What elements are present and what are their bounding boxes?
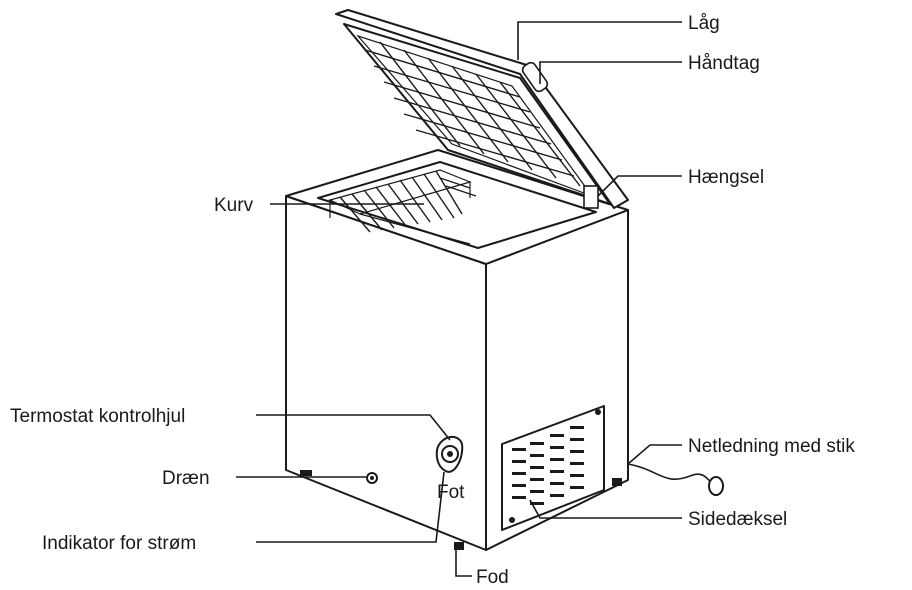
lid bbox=[335, 9, 629, 209]
label-power-indicator: Indikator for strøm bbox=[42, 533, 196, 554]
side-cover bbox=[501, 405, 605, 531]
label-power-cord: Netledning med stik bbox=[688, 436, 855, 457]
hinge bbox=[583, 185, 599, 209]
feet bbox=[300, 470, 622, 550]
label-foot: Fod bbox=[476, 567, 509, 588]
drain bbox=[366, 472, 378, 484]
label-basket: Kurv bbox=[214, 195, 254, 216]
label-thermostat: Termostat kontrolhjul bbox=[10, 406, 185, 427]
label-fot-overlay: Fot bbox=[437, 482, 465, 503]
label-lid: Låg bbox=[688, 13, 720, 34]
label-handle: Håndtag bbox=[688, 53, 760, 74]
basket bbox=[328, 169, 477, 245]
label-side-cover: Sidedæksel bbox=[688, 509, 787, 530]
labels: Låg Håndtag Hængsel Kurv Termostat kontr… bbox=[10, 13, 855, 588]
thermostat-knob bbox=[435, 435, 464, 473]
label-drain: Dræn bbox=[162, 468, 210, 489]
label-hinge: Hængsel bbox=[688, 167, 764, 188]
leader-lines bbox=[236, 21, 682, 577]
power-cord bbox=[627, 463, 724, 496]
